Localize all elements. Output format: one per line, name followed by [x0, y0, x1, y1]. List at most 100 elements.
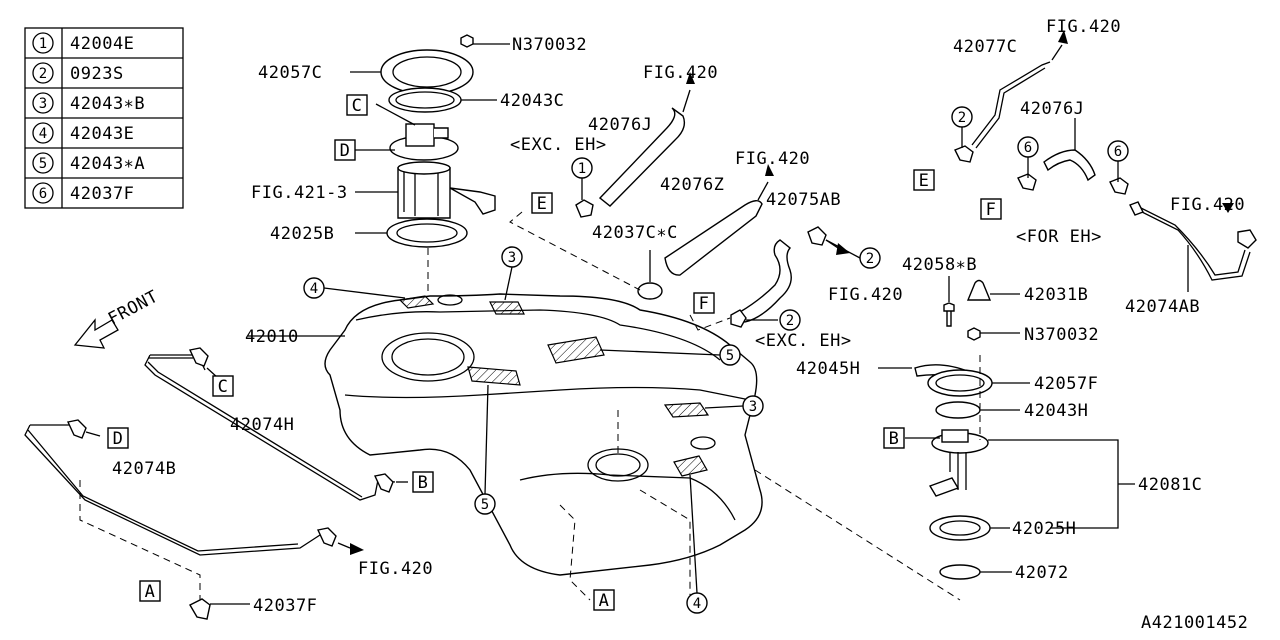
- pad-5-left: [467, 366, 521, 386]
- svg-text:5: 5: [726, 348, 734, 364]
- ref-box-b: B: [883, 427, 905, 449]
- label-42037f: 42037F: [253, 596, 317, 616]
- breather-hose-part: [739, 239, 792, 323]
- svg-text:B: B: [418, 473, 429, 493]
- legend-part: 42043∗A: [70, 154, 145, 174]
- label-42031b: 42031B: [1024, 285, 1088, 305]
- svg-text:F: F: [986, 200, 997, 220]
- label-42025b: 42025B: [270, 224, 334, 244]
- label-42010: 42010: [245, 327, 299, 347]
- label-42077c: 42077C: [953, 37, 1017, 57]
- legend-num: 6: [39, 186, 47, 202]
- pad-3-upper: [489, 301, 525, 315]
- fuel-pump-assembly: [350, 34, 510, 372]
- seal-part: [386, 218, 468, 248]
- labels: N370032 42057C 42043C FIG.420 42076J <EX…: [112, 17, 1248, 633]
- ref-box-d: D: [107, 427, 129, 449]
- label-42074ab: 42074AB: [1125, 297, 1200, 317]
- pad-4-lower: [673, 455, 708, 477]
- diagram-id: A421001452: [1141, 613, 1248, 633]
- callout-5: 5: [719, 344, 741, 366]
- svg-text:3: 3: [749, 399, 757, 415]
- callout-1: 1: [571, 157, 593, 179]
- label-42057c: 42057C: [258, 63, 322, 83]
- ref-boxes: C D E F C D B A A E F B: [107, 94, 1002, 611]
- label-42037c-c: 42037C∗C: [592, 223, 678, 243]
- fuel-tank: [248, 293, 763, 576]
- hoses-center: [575, 72, 850, 328]
- eh-hose-part: [1043, 149, 1096, 182]
- label-42045h: 42045H: [796, 359, 860, 379]
- legend-row-3: 3 42043∗B: [32, 92, 145, 114]
- legend-part: 42043E: [70, 124, 134, 144]
- label-n370032-b: N370032: [1024, 325, 1099, 345]
- callouts: 1 2 2 2 3 3 4 4 5 5 6 6: [303, 106, 1129, 614]
- label-42072: 42072: [1015, 563, 1069, 583]
- callout-3: 3: [742, 395, 764, 417]
- ref-box-a: A: [139, 580, 161, 602]
- ref-box-e: E: [913, 169, 935, 191]
- label-42074b: 42074B: [112, 459, 176, 479]
- ref-box-a: A: [593, 589, 615, 611]
- label-42058b: 42058∗B: [902, 255, 977, 275]
- pad-5-right: [547, 336, 605, 364]
- svg-text:4: 4: [310, 281, 318, 297]
- svg-text:C: C: [218, 377, 229, 397]
- label-42074h: 42074H: [230, 415, 294, 435]
- nut-part: [460, 34, 474, 48]
- label-fig421: FIG.421-3: [251, 183, 348, 203]
- callout-6: 6: [1017, 136, 1039, 158]
- clamp-part: [575, 199, 594, 218]
- label-42075ab: 42075AB: [766, 190, 841, 210]
- ring-part: [927, 369, 993, 397]
- callout-4: 4: [686, 592, 708, 614]
- label-42043h: 42043H: [1024, 401, 1088, 421]
- svg-text:D: D: [113, 429, 124, 449]
- svg-text:4: 4: [693, 596, 701, 612]
- label-42057f: 42057F: [1034, 374, 1098, 394]
- legend-row-4: 4 42043E: [32, 122, 134, 144]
- label-fig420-d: FIG.420: [358, 559, 433, 579]
- callout-2: 2: [779, 309, 801, 331]
- vent-hose-part: [664, 200, 763, 276]
- svg-text:E: E: [919, 171, 930, 191]
- callout-3: 3: [501, 246, 523, 268]
- legend-num: 1: [39, 36, 47, 52]
- svg-text:E: E: [537, 194, 548, 214]
- legend-part: 42037F: [70, 184, 134, 204]
- svg-text:D: D: [340, 141, 351, 161]
- svg-text:A: A: [145, 582, 156, 602]
- pad-3-lower: [663, 402, 710, 418]
- pad-4-upper: [398, 295, 435, 309]
- legend-num: 5: [39, 156, 47, 172]
- label-fig420-b: FIG.420: [735, 149, 810, 169]
- plate-part: [939, 564, 981, 580]
- ref-box-e: E: [531, 192, 553, 214]
- svg-text:F: F: [699, 294, 710, 314]
- ref-box-f: F: [980, 198, 1002, 220]
- label-42076j-a: 42076J: [588, 115, 652, 135]
- pipe-clamp-part: [189, 598, 211, 620]
- label-42043c: 42043C: [500, 91, 564, 111]
- label-42081c: 42081C: [1138, 475, 1202, 495]
- dashed-references: [509, 211, 731, 601]
- legend-part: 42004E: [70, 34, 134, 54]
- legend-row-2: 2 0923S: [32, 62, 123, 84]
- label-fig420-c: FIG.420: [828, 285, 903, 305]
- svg-text:2: 2: [786, 313, 794, 329]
- svg-text:A: A: [599, 591, 610, 611]
- legend-row-1: 1 42004E: [32, 32, 134, 54]
- front-arrow: FRONT: [73, 287, 162, 349]
- label-fig420-e: FIG.420: [1046, 17, 1121, 37]
- clamp-part: [637, 282, 663, 300]
- label-42076j-b: 42076J: [1020, 99, 1084, 119]
- callout-2: 2: [951, 106, 973, 128]
- ref-box-c: C: [346, 94, 368, 116]
- label-fig420-a: FIG.420: [643, 63, 718, 83]
- ref-box-b: B: [412, 471, 434, 493]
- callout-6: 6: [1107, 140, 1129, 162]
- front-label: FRONT: [105, 287, 162, 330]
- svg-text:1: 1: [578, 161, 586, 177]
- svg-text:C: C: [352, 96, 363, 116]
